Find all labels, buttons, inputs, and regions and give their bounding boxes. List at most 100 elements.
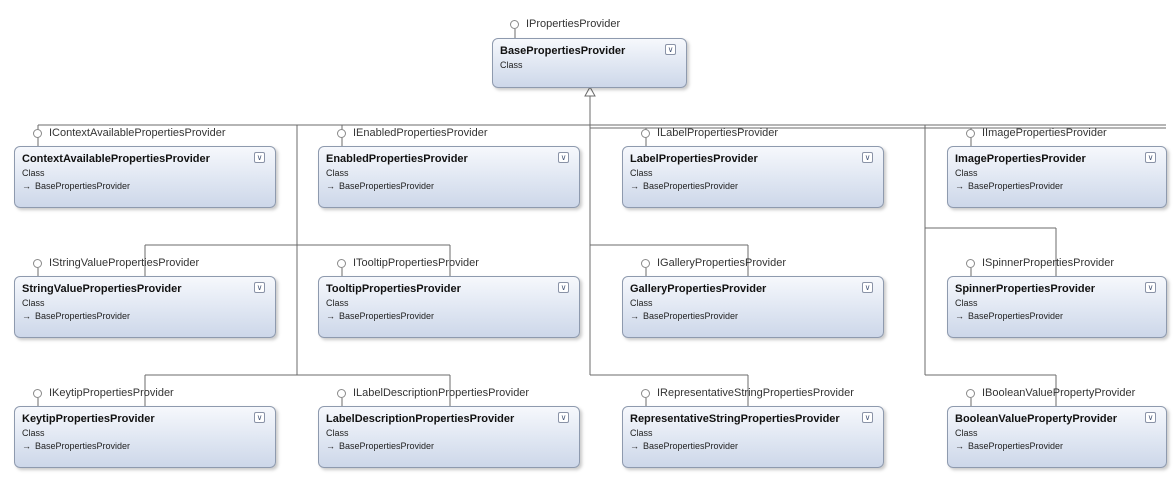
interface-name: ISpinnerPropertiesProvider — [982, 257, 1115, 269]
double-chevron-down-icon[interactable]: ∨ — [862, 152, 873, 163]
class-name: KeytipPropertiesProvider — [22, 413, 155, 425]
class-kind: Class — [630, 298, 653, 308]
base-class-name: BasePropertiesProvider — [968, 181, 1064, 191]
double-chevron-down-icon[interactable]: ∨ — [1145, 412, 1156, 423]
base-class-name: BasePropertiesProvider — [968, 311, 1064, 321]
class-kind: Class — [22, 428, 45, 438]
double-chevron-down-icon[interactable]: ∨ — [1145, 282, 1156, 293]
double-chevron-down-icon[interactable]: ∨ — [254, 412, 265, 423]
interface-name: ITooltipPropertiesProvider — [353, 257, 479, 269]
base-class-line: → BasePropertiesProvider — [22, 311, 130, 321]
interface-lollipop: IContextAvailablePropertiesProvider — [33, 126, 226, 140]
class-name: BooleanValuePropertyProvider — [955, 413, 1117, 425]
double-chevron-down-icon[interactable]: ∨ — [1145, 152, 1156, 163]
base-class-name: BasePropertiesProvider — [339, 311, 435, 321]
base-class-name: BasePropertiesProvider — [643, 181, 739, 191]
interface-lollipop: ISpinnerPropertiesProvider — [966, 256, 1114, 270]
interface-lollipop: IRepresentativeStringPropertiesProvider — [641, 386, 854, 400]
class-name: LabelDescriptionPropertiesProvider — [326, 413, 515, 425]
base-class-name: BasePropertiesProvider — [35, 311, 131, 321]
base-class-name: BasePropertiesProvider — [339, 441, 435, 451]
double-chevron-down-icon[interactable]: ∨ — [558, 152, 569, 163]
class-name: StringValuePropertiesProvider — [22, 283, 182, 295]
lollipop-interface-icon — [641, 128, 650, 138]
class-name: BasePropertiesProvider — [500, 45, 626, 57]
arrow-right-icon: → — [955, 311, 964, 321]
class-kind: Class — [326, 168, 349, 178]
interface-name: IKeytipPropertiesProvider — [49, 387, 174, 399]
base-class-name: BasePropertiesProvider — [339, 181, 435, 191]
double-chevron-down-icon[interactable]: ∨ — [254, 152, 265, 163]
interface-lollipop: IImagePropertiesProvider — [966, 126, 1107, 140]
interface-name: IContextAvailablePropertiesProvider — [49, 127, 226, 139]
arrow-right-icon: → — [326, 311, 335, 321]
base-class-line: →BasePropertiesProvider — [22, 441, 130, 451]
class-name: TooltipPropertiesProvider — [326, 283, 461, 295]
class-kind: Class — [955, 428, 978, 438]
double-chevron-down-icon[interactable]: ∨ — [862, 412, 873, 423]
class-name: SpinnerPropertiesProvider — [955, 283, 1095, 295]
lollipop-interface-icon — [337, 388, 346, 398]
lollipop-interface-icon — [510, 19, 519, 29]
arrow-right-icon: → — [326, 181, 335, 191]
lollipop-interface-icon — [966, 388, 975, 398]
arrow-right-icon: → — [22, 311, 31, 321]
class-name: ImagePropertiesProvider — [955, 153, 1086, 165]
double-chevron-down-icon[interactable]: ∨ — [254, 282, 265, 293]
arrow-right-icon: → — [630, 181, 639, 191]
interface-name: IBooleanValuePropertyProvider — [982, 387, 1136, 399]
base-class-line: →BasePropertiesProvider — [22, 181, 130, 191]
base-class-name: BasePropertiesProvider — [643, 441, 739, 451]
class-name: LabelPropertiesProvider — [630, 153, 758, 165]
class-name: ContextAvailablePropertiesProvider — [22, 153, 210, 165]
base-class-line: → BasePropertiesProvider — [630, 181, 738, 191]
class-name: RepresentativeStringPropertiesProvider — [630, 413, 840, 425]
base-class-name: BasePropertiesProvider — [35, 441, 131, 451]
double-chevron-down-icon[interactable]: ∨ — [862, 282, 873, 293]
lollipop-interface-icon — [337, 128, 346, 138]
arrow-right-icon: → — [326, 441, 335, 451]
interface-lollipop: ILabelPropertiesProvider — [641, 126, 778, 140]
base-class-name: BasePropertiesProvider — [643, 311, 739, 321]
interface-name: IRepresentativeStringPropertiesProvider — [657, 387, 854, 399]
class-kind: Class — [22, 298, 45, 308]
double-chevron-down-icon[interactable]: ∨ — [665, 44, 676, 55]
interface-lollipop-root: IPropertiesProvider — [510, 17, 620, 31]
lollipop-interface-icon — [966, 128, 975, 138]
class-box-root[interactable]: BasePropertiesProvider Class ∨ — [492, 38, 687, 88]
inheritance-arrowhead — [584, 85, 596, 97]
base-class-line: → BasePropertiesProvider — [326, 311, 434, 321]
interface-lollipop: ILabelDescriptionPropertiesProvider — [337, 386, 529, 400]
arrow-right-icon: → — [630, 441, 639, 451]
interface-name: IPropertiesProvider — [526, 18, 621, 30]
base-class-line: → BasePropertiesProvider — [955, 311, 1063, 321]
interface-lollipop: IStringValuePropertiesProvider — [33, 256, 199, 270]
base-class-line: → BasePropertiesProvider — [326, 181, 434, 191]
class-kind: Class — [955, 168, 978, 178]
base-class-name: BasePropertiesProvider — [968, 441, 1064, 451]
lollipop-interface-icon — [33, 388, 42, 398]
class-kind: Class — [326, 298, 349, 308]
interface-name: ILabelPropertiesProvider — [657, 127, 779, 139]
double-chevron-down-icon[interactable]: ∨ — [558, 282, 569, 293]
lollipop-interface-icon — [641, 388, 650, 398]
base-class-name: BasePropertiesProvider — [35, 181, 131, 191]
double-chevron-down-icon[interactable]: ∨ — [558, 412, 569, 423]
interface-name: ILabelDescriptionPropertiesProvider — [353, 387, 530, 399]
interface-lollipop: ITooltipPropertiesProvider — [337, 256, 479, 270]
base-class-line: →BasePropertiesProvider — [630, 311, 738, 321]
